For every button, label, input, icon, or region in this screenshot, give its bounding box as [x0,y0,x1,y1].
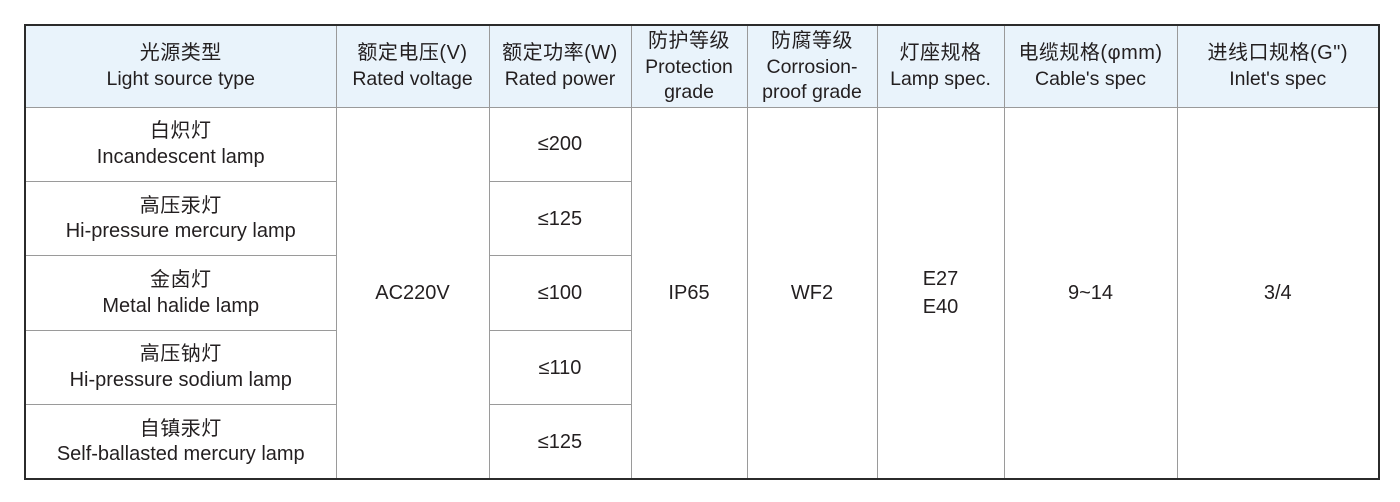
cell-rated-voltage-merged: AC220V [335,106,490,480]
cell-inlet-spec-merged: 3/4 [1176,106,1380,480]
table-row: 高压汞灯 Hi-pressure mercury lamp ≤125 [24,181,1379,257]
row-cn-label: 金卤灯 [150,268,212,291]
cell-light-source-type: 自镇汞灯 Self-ballasted mercury lamp [24,404,337,481]
row-en-label: Metal halide lamp [102,294,260,317]
row-en-label: Hi-pressure mercury lamp [65,220,296,243]
column-header-rated-power: 额定功率(W) Rated power [488,24,632,108]
column-header-corrosion-proof-grade: 防腐等级 Corrosion-proof grade [746,24,878,108]
cell-light-source-type: 高压汞灯 Hi-pressure mercury lamp [24,181,337,257]
cell-lamp-spec-merged: E27 E40 [876,106,1005,480]
column-header-protection-grade: 防护等级 Protection grade [630,24,748,108]
row-cn-label: 高压钠灯 [139,343,222,366]
column-header-rated-voltage: 额定电压(V) Rated voltage [335,24,490,108]
table-row: 自镇汞灯 Self-ballasted mercury lamp ≤125 [24,404,1379,481]
cell-light-source-type: 金卤灯 Metal halide lamp [24,255,337,331]
lamp-spec-line-2: E40 [922,295,959,318]
cell-rated-power: ≤125 [488,181,632,257]
header-en-inlet-spec: Inlet's spec [1229,68,1327,91]
header-cn-cable-spec: 电缆规格(φmm) [1018,42,1163,65]
column-header-lamp-spec: 灯座规格 Lamp spec. [876,24,1005,108]
cell-light-source-type: 高压钠灯 Hi-pressure sodium lamp [24,329,337,406]
header-cn-rated-power: 额定功率(W) [502,42,618,65]
row-en-label: Incandescent lamp [96,146,265,168]
cell-rated-power: ≤110 [488,329,632,406]
lamp-specification-table: 光源类型 Light source type 额定电压(V) Rated vol… [24,24,1380,481]
cell-rated-power: ≤100 [488,255,632,331]
table-header: 光源类型 Light source type 额定电压(V) Rated vol… [24,24,1380,108]
header-en-light-source-type: Light source type [106,68,255,91]
header-cn-protection-grade: 防护等级 [648,30,730,52]
header-en-corrosion-proof-grade: Corrosion-proof grade [762,55,862,103]
cell-rated-power: ≤125 [488,404,632,481]
spec-table-container: 光源类型 Light source type 额定电压(V) Rated vol… [24,24,1380,481]
row-en-label: Hi-pressure sodium lamp [69,369,292,392]
header-en-rated-voltage: Rated voltage [352,68,473,91]
cell-protection-grade-merged: IP65 [630,106,748,480]
column-header-cable-spec: 电缆规格(φmm) Cable's spec [1003,24,1178,108]
column-header-light-source-type: 光源类型 Light source type [24,24,337,108]
table-body: 白炽灯 Incandescent lamp AC220V ≤200 IP65 W… [24,106,1380,481]
cell-light-source-type: 白炽灯 Incandescent lamp [24,106,337,183]
header-en-protection-grade: Protection grade [645,55,733,103]
table-row: 金卤灯 Metal halide lamp ≤100 [24,255,1379,331]
header-en-lamp-spec: Lamp spec. [890,68,991,91]
cell-corrosion-proof-grade-merged: WF2 [746,106,878,480]
header-row: 光源类型 Light source type 额定电压(V) Rated vol… [24,24,1380,108]
header-en-cable-spec: Cable's spec [1034,68,1147,91]
lamp-spec-line-1: E27 [922,267,959,290]
cell-cable-spec-merged: 9~14 [1003,106,1178,480]
row-cn-label: 高压汞灯 [139,194,222,217]
column-header-inlet-spec: 进线口规格(G") Inlet's spec [1176,24,1380,108]
table-row: 白炽灯 Incandescent lamp AC220V ≤200 IP65 W… [24,106,1380,480]
table-row: 高压钠灯 Hi-pressure sodium lamp ≤110 [24,329,1379,406]
header-cn-light-source-type: 光源类型 [139,42,222,65]
header-cn-lamp-spec: 灯座规格 [899,42,982,65]
header-cn-rated-voltage: 额定电压(V) [357,42,468,65]
row-cn-label: 白炽灯 [150,120,212,143]
header-en-rated-power: Rated power [504,68,616,91]
row-cn-label: 自镇汞灯 [139,417,222,440]
header-cn-corrosion-proof-grade: 防腐等级 [771,30,853,52]
cell-rated-power: ≤200 [488,106,632,183]
row-en-label: Self-ballasted mercury lamp [56,443,305,466]
header-cn-inlet-spec: 进线口规格(G") [1207,42,1348,65]
